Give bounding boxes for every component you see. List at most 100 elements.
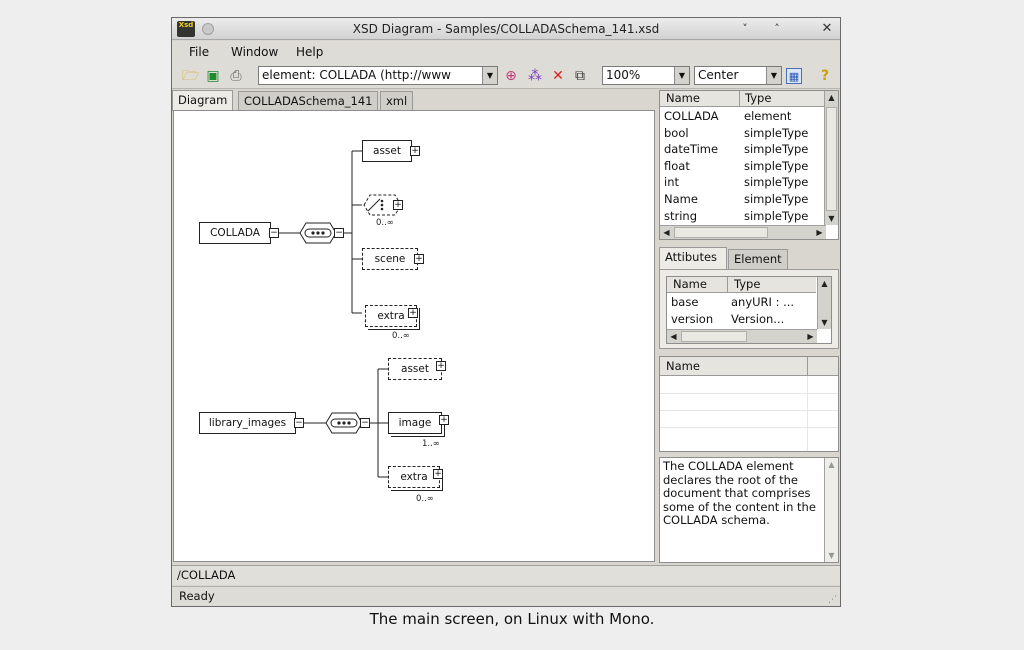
scroll-up-icon[interactable]: ▲ [821,279,828,288]
scroll-up-icon[interactable]: ▲ [828,93,835,102]
menu-help[interactable]: Help [296,45,324,59]
expand-icon[interactable]: + [393,200,403,210]
collapse-icon[interactable]: − [334,228,344,238]
expand-one-icon[interactable]: ⁂ [528,68,542,84]
element-row-name[interactable]: dateTime [664,142,719,157]
open-folder-icon[interactable]: 🗁 [182,68,200,84]
maximize-icon[interactable]: ˄ [774,22,780,35]
element-row-type[interactable]: simpleType [744,125,809,140]
resize-grip-icon[interactable]: ⋰ [828,595,837,605]
collapse-icon[interactable]: − [269,228,279,238]
diagram-canvas[interactable]: COLLADA − − asset + + 0..∞ scene + extra… [173,110,655,562]
chevron-down-icon[interactable]: ▼ [482,67,497,84]
element-row-type[interactable]: simpleType [744,175,809,190]
attribute-row-name[interactable]: version [671,311,714,326]
element-row-name[interactable]: COLLADA [664,109,719,123]
collapse-icon[interactable]: − [360,418,370,428]
expand-icon[interactable]: + [439,415,449,425]
zoom-selector[interactable]: 100% ▼ [602,66,690,85]
element-row-type[interactable]: simpleType [744,208,809,223]
save-icon[interactable]: ▣ [206,68,220,84]
diagram-node-child[interactable]: asset [388,358,442,380]
copy-icon[interactable]: ⧉ [575,68,585,84]
element-row-type[interactable]: simpleType [744,158,809,173]
help-icon[interactable]: ? [820,68,830,84]
tab-attributes[interactable]: Attibutes [659,247,727,269]
attribute-row-type[interactable]: Version... [731,311,785,326]
tab-xml[interactable]: xml [380,91,414,110]
scroll-left-icon[interactable]: ◀ [670,332,677,341]
expand-all-icon[interactable]: ⊕ [505,68,517,84]
print-icon[interactable]: ⎙ [230,68,242,84]
status-text: Ready [179,589,215,603]
description-box: The COLLADA element declares the root of… [659,457,839,563]
alignment-selector[interactable]: Center ▼ [694,66,782,85]
element-row-type[interactable]: element [744,109,792,123]
element-row-type[interactable]: simpleType [744,192,809,206]
column-header-name[interactable]: Name [666,91,700,105]
diagram-node-root[interactable]: COLLADA [199,222,271,244]
element-selector[interactable]: element: COLLADA (http://www ▼ [258,66,498,85]
occurrence-label: 0..∞ [376,218,394,228]
tab-diagram[interactable]: Diagram [172,90,234,111]
alignment-value: Center [698,68,739,82]
menu-window[interactable]: Window [231,45,279,59]
minimize-icon[interactable]: ˅ [742,22,748,35]
chevron-down-icon[interactable]: ▼ [766,67,781,84]
status-bar: Ready ⋰ [172,586,840,606]
scroll-down-icon[interactable]: ▼ [821,318,828,327]
expand-icon[interactable]: + [433,469,443,479]
column-header-name[interactable]: Name [673,277,707,291]
column-header-type[interactable]: Type [727,277,760,292]
scroll-thumb[interactable] [681,331,747,342]
element-row-name[interactable]: int [664,175,679,190]
column-header-type[interactable]: Type [739,91,771,106]
app-icon-text: Xsd [178,21,194,29]
toolbar: 🗁 ▣ ⎙ element: COLLADA (http://www ▼ ⊕ ⁂… [172,63,840,89]
scroll-down-icon[interactable]: ▼ [828,551,835,560]
column-header-name[interactable]: Name [666,359,700,373]
description-scrollbar[interactable]: ▲ ▼ [824,458,838,562]
expand-icon[interactable]: + [408,308,418,318]
scroll-down-icon[interactable]: ▼ [828,214,835,223]
diagram-node-child[interactable]: image [388,412,442,434]
menu-file[interactable]: File [189,45,210,59]
expand-icon[interactable]: + [414,254,424,264]
menu-bar: File Window Help [172,41,840,63]
tab-strip-spacer [418,91,424,110]
close-icon[interactable]: ✕ [821,21,833,36]
collapse-icon[interactable]: − [294,418,304,428]
expand-icon[interactable]: + [410,146,420,156]
diagram-node-child[interactable]: asset [362,140,412,162]
attributes-vertical-scrollbar[interactable]: ▲ ▼ [817,277,831,329]
element-row-name[interactable]: float [664,158,690,173]
scroll-thumb[interactable] [826,107,837,211]
element-row-name[interactable]: bool [664,125,689,140]
expand-icon[interactable]: + [436,361,446,371]
diagram-connectors [271,150,402,487]
element-row-name[interactable]: Name [664,192,698,206]
window-menu-icon[interactable] [202,23,214,35]
attribute-row-type[interactable]: anyURI : ... [731,295,795,309]
delete-icon[interactable]: ✕ [552,68,564,84]
scroll-right-icon[interactable]: ▶ [807,332,814,341]
layout-grid-icon[interactable]: ▦ [786,68,802,84]
scroll-right-icon[interactable]: ▶ [816,228,823,237]
elements-vertical-scrollbar[interactable]: ▲ ▼ [824,91,838,225]
chevron-down-icon[interactable]: ▼ [674,67,689,84]
tab-schema-source[interactable]: COLLADASchema_141 [238,91,379,110]
diagram-node-child[interactable]: scene [362,248,418,270]
attributes-grid-header: Name Type [667,277,816,293]
scroll-left-icon[interactable]: ◀ [663,228,670,237]
tab-element[interactable]: Element [728,249,788,269]
grid-line [660,393,838,394]
element-row-type[interactable]: simpleType [744,142,809,157]
occurrence-label: 0..∞ [392,331,410,341]
elements-horizontal-scrollbar[interactable]: ◀ ▶ [660,225,826,239]
scroll-thumb[interactable] [674,227,768,238]
attribute-row-name[interactable]: base [671,295,699,309]
attributes-horizontal-scrollbar[interactable]: ◀ ▶ [667,329,817,343]
scroll-up-icon[interactable]: ▲ [828,460,835,469]
diagram-node-root[interactable]: library_images [199,412,296,434]
element-row-name[interactable]: string [664,208,698,223]
